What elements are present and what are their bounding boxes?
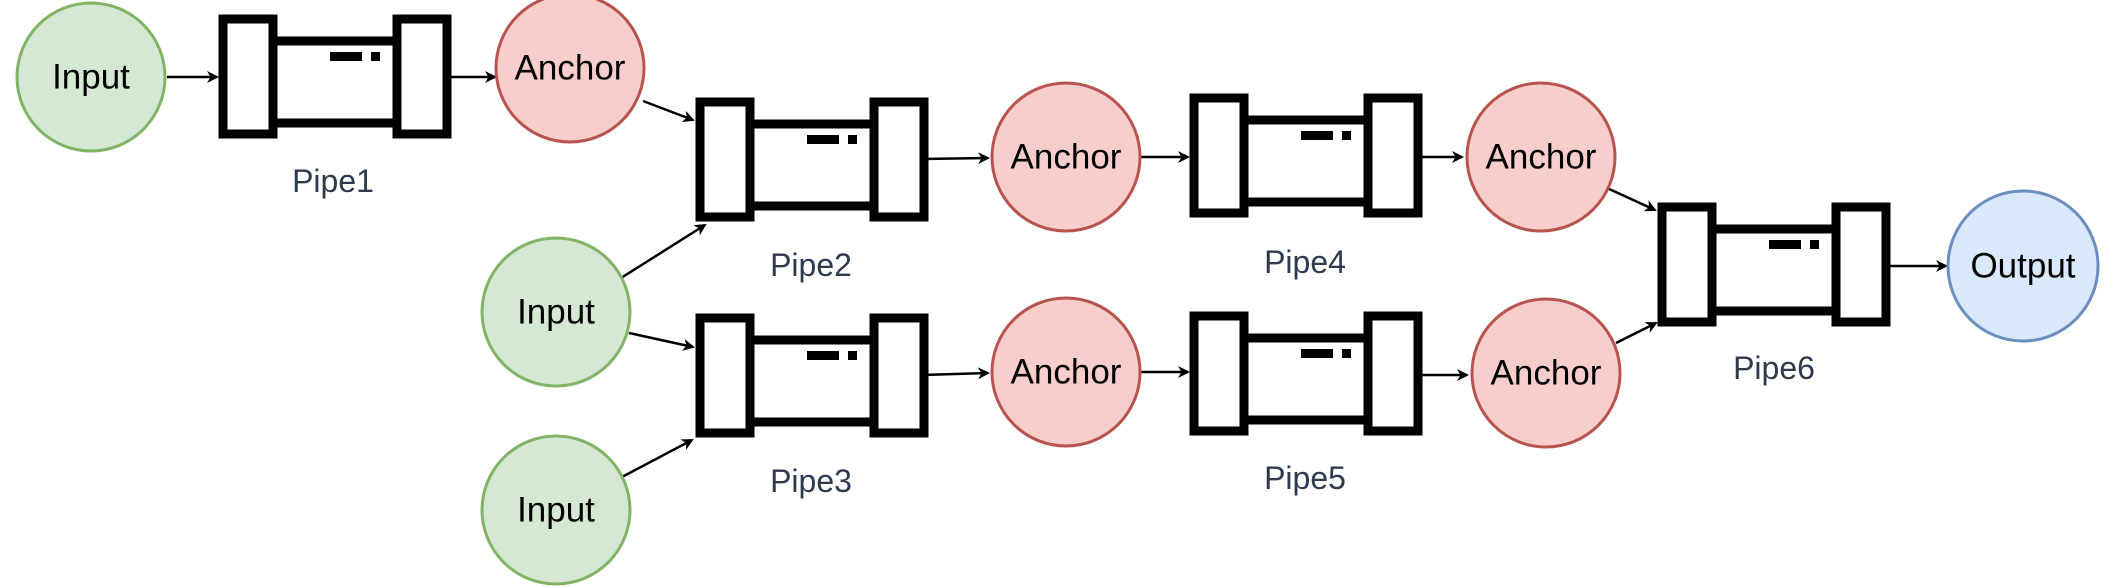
pipe1-label: Pipe1 (292, 163, 374, 199)
edge-pipe2-anchor2 (921, 152, 990, 165)
anchor-node-4-label: Anchor (1486, 138, 1597, 177)
pipe3-label: Pipe3 (770, 463, 852, 499)
anchor-node-5-circle (1470, 297, 1622, 449)
anchor-node-3: Anchor (990, 296, 1142, 448)
pipe3 (695, 313, 929, 438)
pipe5 (1189, 311, 1423, 436)
input-node-2-circle (480, 236, 632, 388)
anchor-node-5-label: Anchor (1491, 354, 1602, 393)
anchor-node-5: Anchor (1470, 297, 1622, 449)
input-node-1-label: Input (52, 58, 130, 97)
anchor-node-3-circle (990, 296, 1142, 448)
pipe-icon (695, 97, 929, 222)
edge-pipe3-anchor3 (921, 367, 990, 380)
edge-input2-pipe2 (620, 223, 707, 280)
input-node-1-circle (15, 1, 167, 153)
anchor-node-3-label: Anchor (1011, 353, 1122, 392)
pipe2-label: Pipe2 (770, 247, 852, 283)
output-node: Output (1946, 189, 2100, 343)
pipe-icon (218, 14, 452, 139)
pipe2 (695, 97, 929, 222)
edges (167, 71, 1948, 479)
input-node-2-label: Input (517, 293, 595, 332)
anchor-node-2: Anchor (990, 81, 1142, 233)
anchor-node-4: Anchor (1465, 81, 1617, 233)
input-node-3-label: Input (517, 491, 595, 530)
pipe4-label: Pipe4 (1264, 244, 1346, 280)
pipe6-label: Pipe6 (1733, 350, 1815, 386)
input-node-2: Input (480, 236, 632, 388)
edge-anchor5-pipe6 (1615, 321, 1658, 345)
pipe-icon (1189, 311, 1423, 436)
edge-anchor4-pipe6 (1606, 186, 1657, 212)
anchor-node-2-circle (990, 81, 1142, 233)
anchor-node-2-label: Anchor (1011, 138, 1122, 177)
anchor-node-1-circle (494, 0, 646, 144)
edge-anchor1-pipe2 (642, 99, 695, 123)
pipe-icon (695, 313, 929, 438)
output-node-label: Output (1970, 247, 2075, 286)
input-node-3: Input (480, 434, 632, 586)
input-node-1: Input (15, 1, 167, 153)
pipe4 (1189, 93, 1423, 218)
pipe1 (218, 14, 452, 139)
anchor-node-1-label: Anchor (515, 49, 626, 88)
anchor-node-4-circle (1465, 81, 1617, 233)
pipe5-label: Pipe5 (1264, 460, 1346, 496)
edge-input3-pipe3 (621, 438, 694, 479)
pipe6 (1657, 202, 1891, 327)
pipe-icon (1657, 202, 1891, 327)
output-node-circle (1946, 189, 2100, 343)
pipe-icon (1189, 93, 1423, 218)
input-node-3-circle (480, 434, 632, 586)
edge-input2-pipe3 (628, 331, 695, 351)
anchor-node-1: Anchor (494, 0, 646, 144)
